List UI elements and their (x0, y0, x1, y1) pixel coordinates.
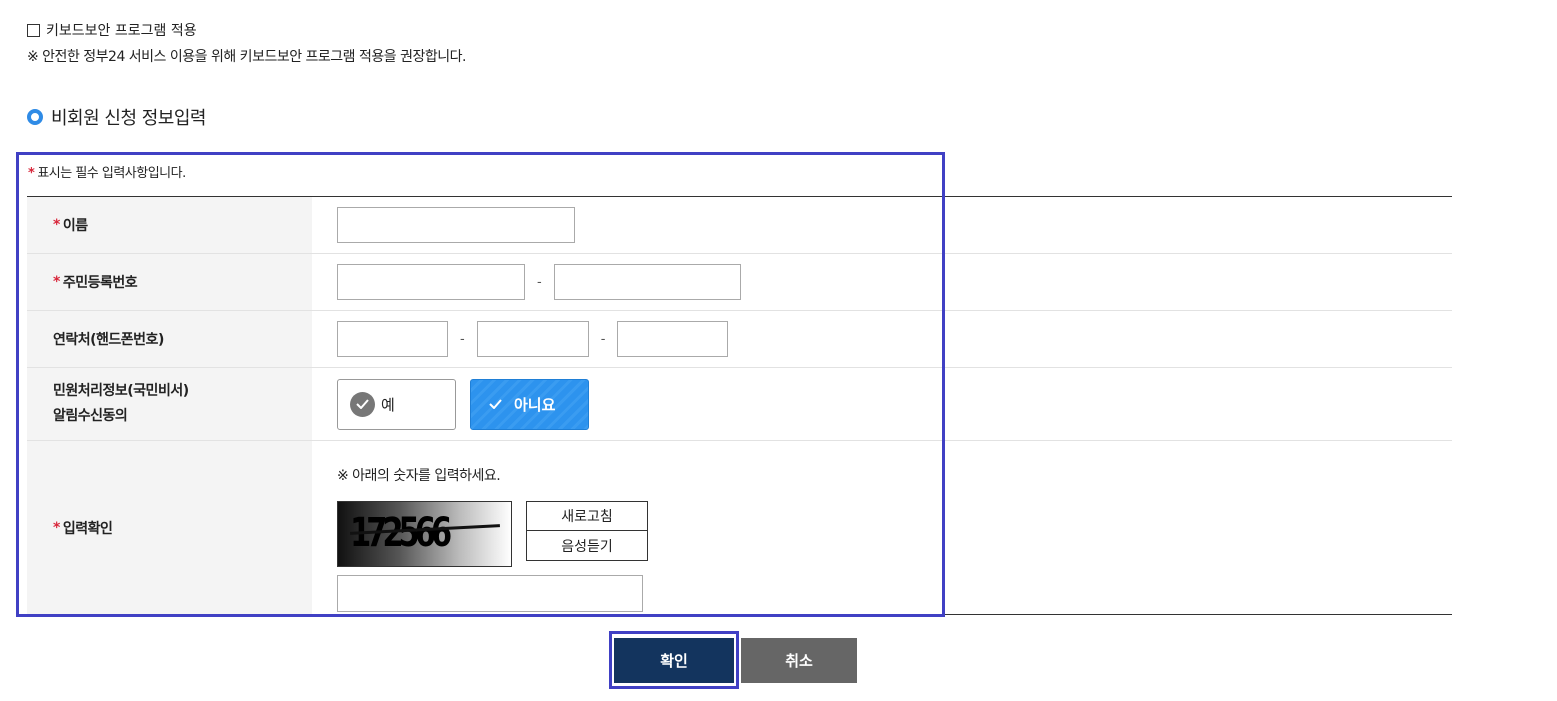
label-phone-text: 연락처(핸드폰번호) (53, 332, 164, 348)
consent-no-label: 아니요 (514, 395, 556, 414)
required-star-icon: * (53, 519, 60, 536)
required-note-text: 표시는 필수 입력사항입니다. (37, 166, 186, 181)
check-circle-icon (350, 391, 375, 417)
row-phone: 연락처(핸드폰번호) - - (27, 311, 1452, 368)
captcha-image: 172566 (337, 501, 512, 567)
required-star-icon: * (53, 274, 60, 290)
label-rrn: *주민등록번호 (27, 254, 312, 310)
rrn-dash: - (537, 274, 542, 290)
label-captcha: *입력확인 (27, 441, 312, 614)
required-star-icon: * (28, 166, 35, 181)
keyboard-security-notice: ※ 안전한 정부24 서비스 이용을 위해 키보드보안 프로그램 적용을 권장합… (27, 49, 466, 65)
captcha-buttons: 새로고침 음성듣기 (526, 501, 648, 561)
row-consent: 민원처리정보(국민비서) 알림수신동의 예 아니요 (27, 368, 1452, 441)
consent-no-button[interactable]: 아니요 (470, 378, 589, 430)
label-name-text: 이름 (62, 218, 88, 234)
section-title: 비회원 신청 정보입력 (27, 104, 206, 130)
keyboard-security-label: 키보드보안 프로그램 적용 (46, 23, 197, 39)
label-consent: 민원처리정보(국민비서) 알림수신동의 (27, 368, 312, 440)
phone-part3-input[interactable] (617, 321, 729, 357)
phone-dash-2: - (600, 331, 606, 347)
label-phone: 연락처(핸드폰번호) (27, 311, 312, 367)
row-captcha: *입력확인 ※ 아래의 숫자를 입력하세요. 172566 새로고침 음성듣기 (27, 441, 1452, 614)
captcha-refresh-button[interactable]: 새로고침 (526, 501, 648, 531)
label-consent-line1: 민원처리정보(국민비서) (53, 383, 189, 399)
rrn-front-input[interactable] (337, 264, 525, 300)
row-name: *이름 (27, 197, 1452, 254)
consent-yes-label: 예 (381, 395, 395, 414)
captcha-audio-button[interactable]: 음성듣기 (526, 531, 648, 561)
cell-name (312, 197, 1452, 253)
captcha-input[interactable] (337, 575, 643, 612)
cell-captcha: ※ 아래의 숫자를 입력하세요. 172566 새로고침 음성듣기 (312, 441, 1452, 614)
bullet-ring-icon (27, 109, 43, 125)
cell-consent: 예 아니요 (312, 368, 1452, 440)
cell-rrn: - (312, 254, 1452, 310)
label-consent-line2: 알림수신동의 (53, 408, 128, 424)
check-icon (483, 392, 508, 417)
captcha-note: ※ 아래의 숫자를 입력하세요. (337, 468, 501, 484)
cell-phone: - - (312, 311, 1452, 367)
cancel-button[interactable]: 취소 (741, 638, 857, 683)
row-rrn: *주민등록번호 - (27, 254, 1452, 311)
label-captcha-text: 입력확인 (62, 520, 113, 537)
label-name: *이름 (27, 197, 312, 253)
name-input[interactable] (337, 207, 575, 243)
phone-part2-input[interactable] (476, 321, 589, 357)
phone-part1-input[interactable] (337, 321, 448, 357)
confirm-button[interactable]: 확인 (614, 638, 734, 683)
phone-dash-1: - (460, 331, 465, 347)
rrn-back-input[interactable] (553, 264, 741, 300)
action-buttons: 확인 취소 (614, 638, 857, 683)
applicant-form-table: *이름 *주민등록번호 - 연락처(핸드폰번호) - - 민원처리정보(국민비서… (27, 196, 1452, 615)
captcha-wrap: 172566 새로고침 음성듣기 (337, 501, 1452, 567)
consent-yes-button[interactable]: 예 (337, 378, 456, 430)
section-title-text: 비회원 신청 정보입력 (51, 108, 206, 129)
label-rrn-text: 주민등록번호 (62, 275, 138, 291)
keyboard-security-row[interactable]: 키보드보안 프로그램 적용 (27, 20, 197, 40)
required-note: *표시는 필수 입력사항입니다. (28, 162, 186, 181)
required-star-icon: * (53, 217, 60, 233)
keyboard-security-checkbox[interactable] (27, 23, 40, 37)
